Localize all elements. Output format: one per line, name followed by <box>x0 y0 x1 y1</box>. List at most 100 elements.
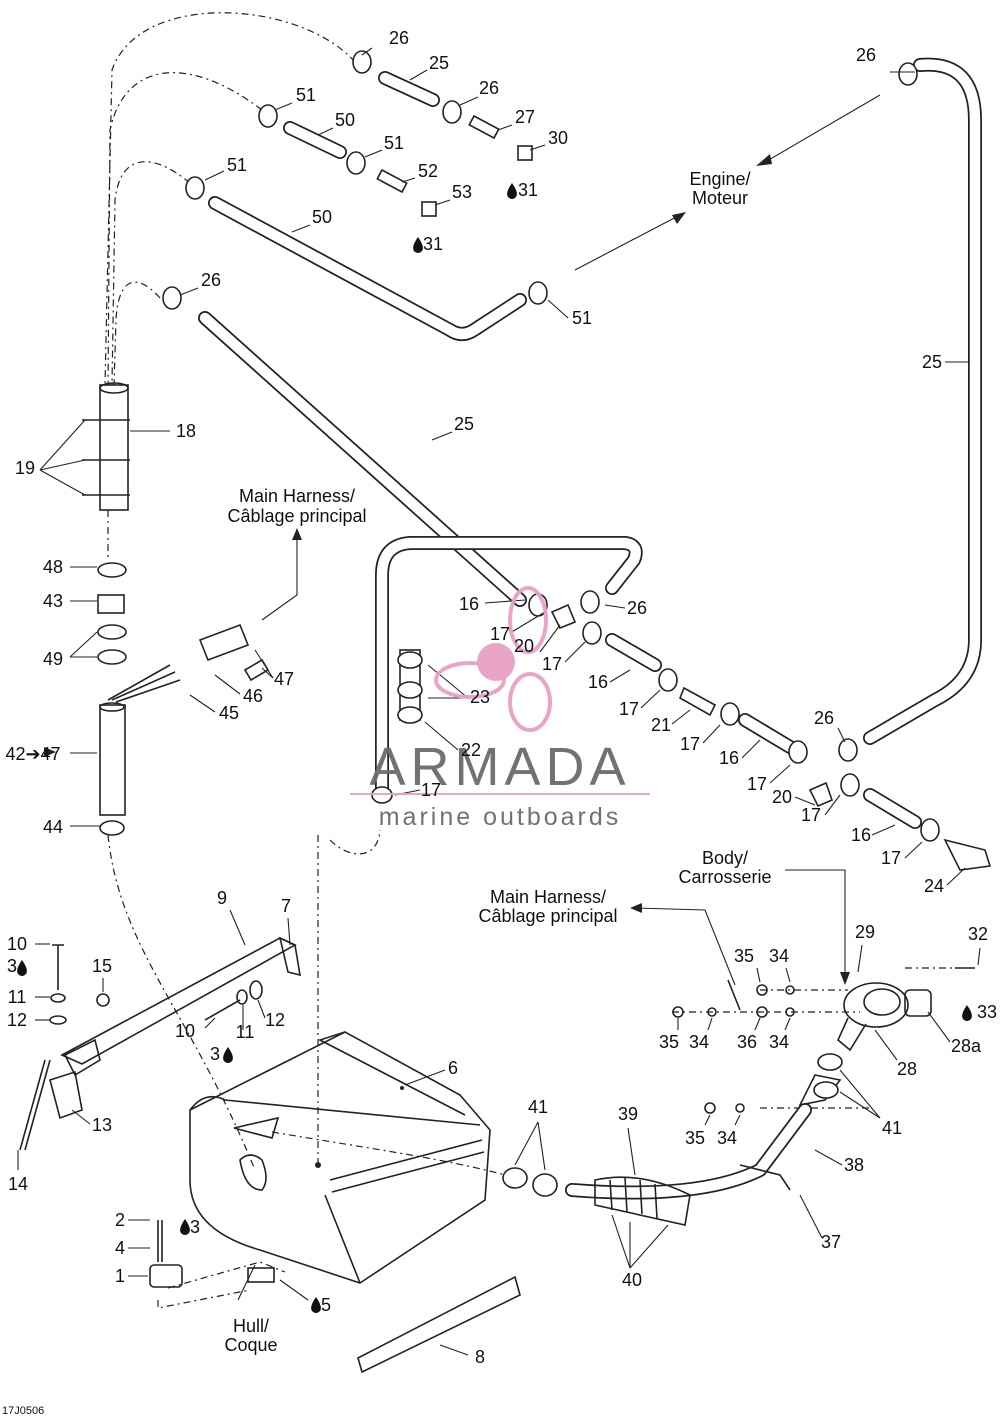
callout-c36: 36 <box>737 1032 757 1052</box>
callout-c16d: 16 <box>851 825 871 845</box>
callout-c18: 18 <box>176 421 196 441</box>
callout-c25a: 25 <box>429 53 449 73</box>
callout-c14: 14 <box>8 1174 28 1194</box>
callout-c26e: 26 <box>627 598 647 618</box>
callout-c13: 13 <box>92 1115 112 1135</box>
callout-c50a: 50 <box>335 110 355 130</box>
callout-c17g: 17 <box>801 805 821 825</box>
main-harness-label-bottom-fr: Câblage principal <box>478 906 617 926</box>
drop-icon <box>17 960 27 976</box>
drop-icon <box>962 1005 972 1021</box>
callout-c34b: 34 <box>689 1032 709 1052</box>
callout-c17h: 17 <box>881 848 901 868</box>
callout-c46: 46 <box>243 686 263 706</box>
part-callouts: 26 2 52 6 27 30 31 51 50 5 15 25 3 31 51 50 26 51 26 25 25 18… <box>5 28 997 1367</box>
callout-c21: 21 <box>651 715 671 735</box>
hose-clip-bracket <box>397 649 423 724</box>
filler-cap <box>837 967 975 1052</box>
filler-neck-assembly <box>502 1053 843 1226</box>
callout-c35a: 35 <box>734 946 754 966</box>
hull-label: Hull/ <box>233 1316 269 1336</box>
callout-c10a: 10 <box>7 934 27 954</box>
callout-c10b: 10 <box>175 1021 195 1041</box>
callout-c24: 24 <box>924 876 944 896</box>
callout-c45: 45 <box>219 703 239 723</box>
callout-c27: 27 <box>515 107 535 127</box>
callout-c26d: 26 <box>856 45 876 65</box>
support-bracket <box>19 936 301 1151</box>
callout-c30: 30 <box>548 128 568 148</box>
callout-c9: 9 <box>217 888 227 908</box>
callout-c35c: 35 <box>685 1128 705 1148</box>
callout-c31b: 31 <box>423 234 443 254</box>
hose-clamps <box>162 50 940 842</box>
watermark-tagline: marine outboards <box>379 803 622 831</box>
engine-label: Engine/ <box>689 169 750 189</box>
callout-c12a: 12 <box>7 1010 27 1030</box>
callout-c28: 28 <box>897 1059 917 1079</box>
arrows <box>44 154 850 985</box>
callout-c34c: 34 <box>769 1032 789 1052</box>
drop-icons <box>17 183 972 1313</box>
callout-c34d: 34 <box>717 1128 737 1148</box>
callout-c44: 44 <box>43 817 63 837</box>
callout-c32: 32 <box>968 924 988 944</box>
watermark: ARMADA marine outboards <box>350 586 650 831</box>
body-label-fr: Carrosserie <box>678 867 771 887</box>
callout-c26f: 26 <box>814 708 834 728</box>
callout-c42: 42➔47 <box>5 744 60 764</box>
callout-c25c: 25 <box>454 414 474 434</box>
callout-c50b: 50 <box>312 207 332 227</box>
figure-code: 17J0506 <box>2 1405 44 1417</box>
callout-c49: 49 <box>43 649 63 669</box>
callout-c41b: 41 <box>882 1118 902 1138</box>
callout-c52: 52 <box>418 161 438 181</box>
callout-c34a: 34 <box>769 946 789 966</box>
callout-c2: 2 <box>115 1210 125 1230</box>
main-harness-label-top: Main Harness/ <box>239 486 355 506</box>
callout-c5: 5 <box>321 1295 331 1315</box>
callout-c17b: 17 <box>542 654 562 674</box>
drop-icon <box>180 1219 190 1235</box>
callout-c43: 43 <box>43 591 63 611</box>
callout-c33: 33 <box>977 1002 997 1022</box>
callout-c6: 6 <box>448 1058 458 1078</box>
callout-c39: 39 <box>618 1104 638 1124</box>
body-label: Body/ <box>702 848 748 868</box>
callout-c48: 48 <box>43 557 63 577</box>
callout-c51a: 51 <box>296 85 316 105</box>
callout-c51d: 51 <box>572 308 592 328</box>
callout-c15: 15 <box>92 956 112 976</box>
engine-label-fr: Moteur <box>692 188 748 208</box>
callout-c37: 37 <box>821 1232 841 1252</box>
leader-lines <box>17 47 981 1356</box>
callout-c22: 22 <box>461 740 481 760</box>
watermark-brand: ARMADA <box>369 737 630 797</box>
fuel-tank <box>189 1031 491 1284</box>
fuel-pump-module <box>82 382 270 836</box>
callout-c17a: 17 <box>490 624 510 644</box>
callout-c25b: 25 <box>922 352 942 372</box>
callout-c3a: 3 <box>7 956 17 976</box>
hull-label-fr: Coque <box>224 1335 277 1355</box>
area-labels: Engine/ Moteur Main Harness/ Câblage pri… <box>2 169 772 1417</box>
watermark-divider <box>350 793 650 795</box>
callout-c17d: 17 <box>680 734 700 754</box>
fuel-hoses <box>198 57 982 1200</box>
callout-c11b: 11 <box>236 1022 255 1042</box>
callout-c8: 8 <box>475 1347 485 1367</box>
callout-c51c: 51 <box>227 155 247 175</box>
callout-c3b: 3 <box>210 1044 220 1064</box>
callout-c17e: 17 <box>747 774 767 794</box>
callout-c16b: 16 <box>588 672 608 692</box>
callout-c28a: 28a <box>951 1036 982 1056</box>
dashed-guides <box>104 12 955 1309</box>
callout-c41a: 41 <box>528 1097 548 1117</box>
fittings <box>376 114 992 871</box>
callout-c31a: 31 <box>518 180 538 200</box>
main-harness-label-bottom: Main Harness/ <box>490 887 606 907</box>
callout-c17f: 17 <box>421 780 441 800</box>
callout-c16c: 16 <box>719 748 739 768</box>
callout-c20b: 20 <box>772 787 792 807</box>
